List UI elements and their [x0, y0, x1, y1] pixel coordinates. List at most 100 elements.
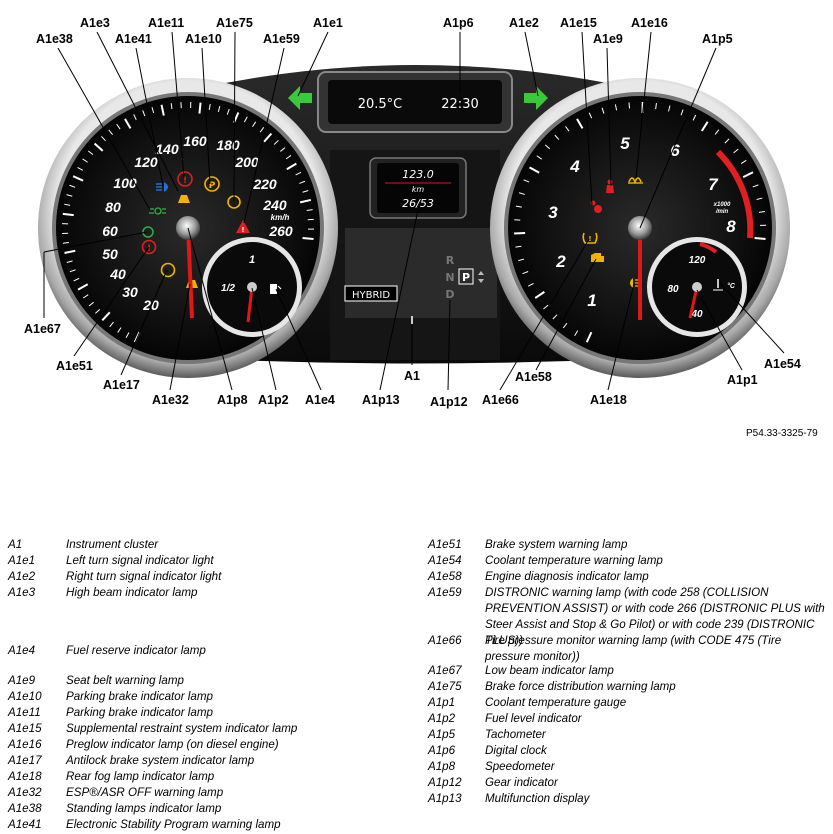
dial-tick	[733, 148, 739, 154]
dial-tick	[700, 121, 709, 132]
callout-a1e16: A1e16	[631, 16, 668, 30]
legend-desc: Electronic Stability Program warning lam…	[66, 818, 281, 831]
callout-a1e9: A1e9	[593, 32, 623, 46]
svg-text:P: P	[209, 181, 216, 191]
legend-code: A1e9	[8, 674, 36, 687]
dial-tick	[614, 104, 618, 111]
speedo-tick-200: 200	[234, 154, 259, 170]
esp-warning-icon	[178, 195, 190, 203]
legend-desc: DISTRONIC warning lamp (with code 258 (C…	[485, 586, 825, 647]
dial-tick	[93, 142, 104, 152]
dial-tick	[740, 159, 747, 164]
dial-tick	[668, 105, 671, 112]
dial-tick	[692, 114, 697, 121]
coolant-thermometer-icon	[713, 279, 723, 291]
tacho-tick-5: 5	[620, 134, 630, 153]
trip-readout: 26/53	[402, 197, 434, 210]
legend-code: A1p1	[428, 696, 456, 709]
callout-a1e2: A1e2	[509, 16, 539, 30]
dial-tick	[515, 205, 522, 208]
callout-a1p8: A1p8	[217, 393, 248, 407]
coolant-redzone	[699, 242, 718, 254]
dial-tick	[752, 184, 759, 188]
legend-desc: Coolant temperature warning lamp	[485, 554, 663, 567]
tacho-tick-7: 7	[708, 175, 719, 194]
legend-code: A1e2	[8, 570, 36, 583]
dial-tick	[73, 277, 80, 282]
legend-code: A1p2	[428, 712, 456, 725]
legend-desc: ESP®/ASR OFF warning lamp	[66, 786, 224, 799]
dial-tick	[72, 175, 84, 182]
callout-a1e17: A1e17	[103, 378, 140, 392]
dial-tick	[69, 184, 76, 188]
gear-n: N	[445, 271, 454, 284]
speedo-tick-240: 240	[262, 197, 287, 213]
legend-desc: Speedometer	[485, 760, 555, 773]
engine-diagnosis-icon	[591, 253, 604, 262]
dial-tick	[534, 291, 545, 299]
legend-code: A1e66	[428, 634, 462, 647]
instrument-cluster-illustration: 20.5°C 22:30 123.0 km 26/53 HYBRID R N P…	[24, 16, 801, 409]
legend-desc: Tire pressure monitor warning lamp (with…	[485, 634, 782, 663]
callout-a1p1: A1p1	[727, 373, 758, 387]
svg-text:!: !	[147, 244, 151, 254]
dial-tick	[742, 171, 754, 179]
dial-tick	[243, 116, 248, 123]
gear-p-box	[458, 268, 474, 285]
dial-tick	[518, 192, 525, 195]
speedo-tick-20: 20	[142, 297, 159, 313]
callout-a1e15: A1e15	[560, 16, 597, 30]
dial-tick	[562, 322, 568, 329]
dial-tick	[518, 258, 525, 262]
dial-tick	[628, 102, 631, 109]
legend-code: A1p12	[428, 776, 462, 789]
callout-a1e11: A1e11	[148, 16, 184, 30]
legend-code: A1e51	[428, 538, 462, 551]
callout-a1e32: A1e32	[152, 393, 189, 407]
dial-tick	[226, 108, 230, 115]
legend-code: A1e54	[428, 554, 462, 567]
callout-a1e41: A1e41	[115, 32, 152, 46]
callout-a1e59: A1e59	[263, 32, 300, 46]
callout-a1p5: A1p5	[702, 32, 733, 46]
dial-tick	[515, 245, 522, 248]
svg-text:!: !	[183, 176, 187, 186]
dial-tick	[601, 107, 605, 114]
dial-tick	[208, 103, 211, 110]
legend-desc: Parking brake indicator lamp	[66, 690, 213, 703]
hybrid-badge	[344, 285, 398, 302]
callout-a1e1: A1e1	[313, 16, 343, 30]
legend-code: A1e38	[8, 802, 42, 815]
legend-desc: Instrument cluster	[66, 538, 159, 551]
callout-a1e58: A1e58	[515, 370, 552, 384]
legend-desc: Supplemental restraint system indicator …	[66, 722, 298, 735]
dial-tick	[574, 330, 579, 336]
callout-a1p13: A1p13	[362, 393, 400, 407]
multifunction-display	[377, 163, 459, 213]
dial-tick	[724, 138, 730, 144]
clock-readout: 22:30	[441, 97, 478, 112]
dial-tick	[544, 144, 551, 150]
dial-tick	[259, 127, 265, 133]
dial-tick	[151, 107, 155, 114]
speedo-tick-160: 160	[183, 133, 207, 149]
legend-code: A1e58	[428, 570, 462, 583]
legend-desc: Engine diagnosis indicator lamp	[485, 570, 649, 583]
dial-tick	[109, 321, 114, 328]
dial-tick	[160, 104, 165, 116]
tacho-tick-8: 8	[726, 217, 736, 236]
callout-a1e4: A1e4	[305, 393, 335, 407]
legend-desc: Tachometer	[485, 728, 546, 741]
